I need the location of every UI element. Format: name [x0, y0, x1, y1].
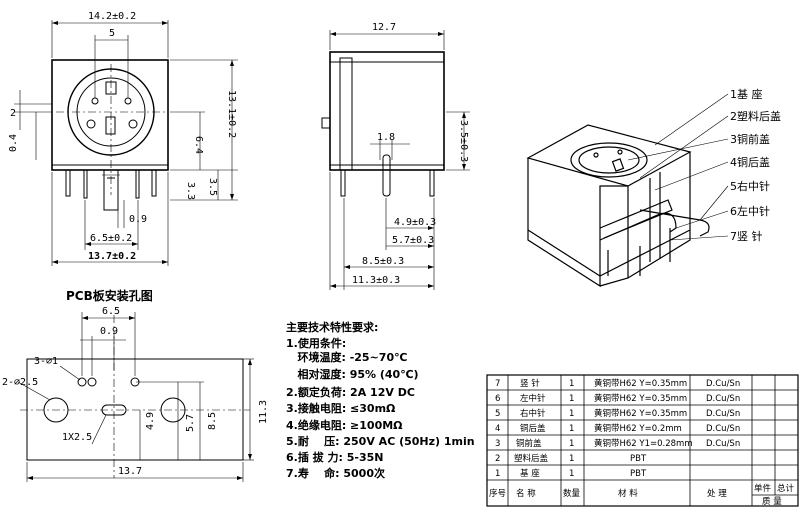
bom-cell: 塑料后盖 — [514, 453, 549, 464]
bom-header-name: 名 称 — [516, 488, 536, 499]
spec-line: 6.插 拔 力: 5-35N — [286, 450, 383, 464]
dim-front-width-top: 14.2±0.2 — [88, 11, 136, 22]
bom-header-no: 序号 — [489, 488, 506, 499]
spec-line: 4.绝缘电阻: ≥100MΩ — [286, 418, 403, 432]
callout-4: 4铜后盖 — [730, 155, 770, 169]
bom-cell: 1 — [569, 454, 574, 464]
dim-front-6-4: 6.4 — [193, 136, 204, 154]
spec-line: 5.耐 压: 250V AC (50Hz) 1min — [286, 434, 475, 448]
bom-cell: 1 — [569, 379, 574, 389]
dim-front-2: 2 — [10, 108, 16, 119]
callout-6: 6左中针 — [730, 204, 770, 218]
bom-cell: 1 — [569, 469, 574, 479]
bom-cell: 铜后盖 — [520, 423, 546, 434]
dim-side-3-5: 3.5±0.3 — [458, 120, 469, 162]
dim-side-4-9: 4.9±0.3 — [394, 217, 436, 228]
dim-front-3-3: 3.3 — [185, 182, 196, 200]
bom-cell: 黄铜带H62 Y=0.35mm — [594, 378, 687, 389]
callout-1: 1基 座 — [730, 87, 763, 101]
spec-line: 1.使用条件: — [286, 336, 346, 350]
pcb-title: PCB板安装孔图 — [66, 288, 153, 303]
bom-cell: D.Cu/Sn — [706, 394, 740, 404]
dim-front-height: 13.1±0.2 — [226, 90, 237, 138]
bom-cell: 1 — [569, 409, 574, 419]
spec-line: 3.接触电阻: ≤30mΩ — [286, 401, 396, 415]
dim-side-pin-width: 1.8 — [377, 132, 395, 143]
bom-cell: 左中针 — [520, 393, 546, 404]
bom-cell: 黄铜带H62 Y=0.35mm — [594, 408, 687, 419]
bom-cell: 5 — [495, 409, 500, 419]
bom-cell: 4 — [495, 424, 500, 434]
bom-cell: 7 — [495, 379, 500, 389]
bom-cell: PBT — [630, 469, 647, 479]
bom-cell: 1 — [569, 439, 574, 449]
dim-pcb-13-7: 13.7 — [118, 466, 142, 477]
bom-header-qty: 数量 — [563, 488, 581, 499]
side-view — [321, 51, 445, 197]
bom-cell: D.Cu/Sn — [706, 424, 740, 434]
dim-side-8-5: 8.5±0.3 — [362, 256, 404, 267]
dim-pcb-large-holes: 2-∅2.5 — [2, 377, 38, 388]
bom-cell: 3 — [495, 439, 500, 449]
front-view — [51, 59, 169, 211]
dim-front-0-9: 0.9 — [129, 214, 147, 225]
specs-title: 主要技术特性要求: — [286, 320, 378, 334]
dim-front-width-bottom: 13.7±0.2 — [88, 251, 136, 262]
dim-front-0-4: 0.4 — [8, 134, 19, 152]
dim-front-pin-span: 5 — [109, 28, 115, 39]
bom-header-total: 总计 — [777, 483, 795, 494]
dim-pcb-small-holes: 3-∅1 — [34, 356, 58, 367]
bom-cell: 竖 针 — [520, 378, 540, 389]
bom-cell: D.Cu/Sn — [706, 439, 740, 449]
bom-header-unit: 单件 — [754, 483, 772, 494]
bom-cell: 基 座 — [520, 468, 540, 479]
bom-header-material: 材 料 — [618, 488, 638, 499]
callout-5: 5右中针 — [730, 179, 770, 193]
bom-cell: D.Cu/Sn — [706, 379, 740, 389]
bom-cell: 黄铜带H62 Y=0.2mm — [594, 423, 682, 434]
spec-line: 7.寿 命: 5000次 — [286, 466, 385, 480]
spec-line: 2.额定负荷: 2A 12V DC — [286, 385, 415, 399]
dim-pcb-slot: 1X2.5 — [62, 432, 92, 443]
callout-3: 3铜前盖 — [730, 132, 770, 146]
dim-front-bottom-span: 6.5±0.2 — [90, 233, 132, 244]
callout-7: 7竖 针 — [730, 229, 763, 243]
bom-cell: 1 — [569, 424, 574, 434]
dim-pcb-5-7: 5.7 — [185, 414, 196, 432]
bom-cell: 1 — [569, 394, 574, 404]
bom-cell: 黄铜带H62 Y=0.35mm — [594, 393, 687, 404]
dim-pcb-6-5: 6.5 — [102, 306, 120, 317]
spec-line: 相对湿度: 95% (40℃) — [286, 367, 419, 381]
bom-cell: 右中针 — [520, 408, 546, 419]
dim-pcb-11-3: 11.3 — [258, 400, 269, 424]
dim-side-5-7: 5.7±0.3 — [392, 235, 434, 246]
bom-table-grid — [486, 374, 799, 507]
bom-cell: D.Cu/Sn — [706, 409, 740, 419]
bom-cell: 黄铜带H62 Y1=0.28mm — [594, 438, 693, 449]
dim-pcb-8-5: 8.5 — [207, 412, 218, 430]
bom-cell: PBT — [630, 454, 647, 464]
bom-cell: 6 — [495, 394, 500, 404]
bom-cell: 2 — [495, 454, 500, 464]
callout-2: 2塑料后盖 — [730, 109, 781, 123]
bom-cell: 铜前盖 — [516, 438, 542, 449]
spec-line: 环境温度: -25~70℃ — [286, 350, 407, 364]
dim-side-11-3: 11.3±0.3 — [352, 275, 400, 286]
isometric-view — [526, 124, 710, 288]
bom-header-process: 处 理 — [707, 488, 727, 499]
bom-cell: 1 — [495, 469, 500, 479]
dim-pcb-4-9: 4.9 — [145, 412, 156, 430]
dim-side-depth: 12.7 — [372, 22, 396, 33]
dim-pcb-0-9: 0.9 — [100, 326, 118, 337]
dim-front-3-5: 3.5 — [207, 178, 218, 196]
bom-rows: 7 竖 针 1 黄铜带H62 Y=0.35mm D.Cu/Sn 6 左中针 1 … — [489, 378, 795, 507]
bom-header-weight: 质 量 — [762, 496, 782, 507]
